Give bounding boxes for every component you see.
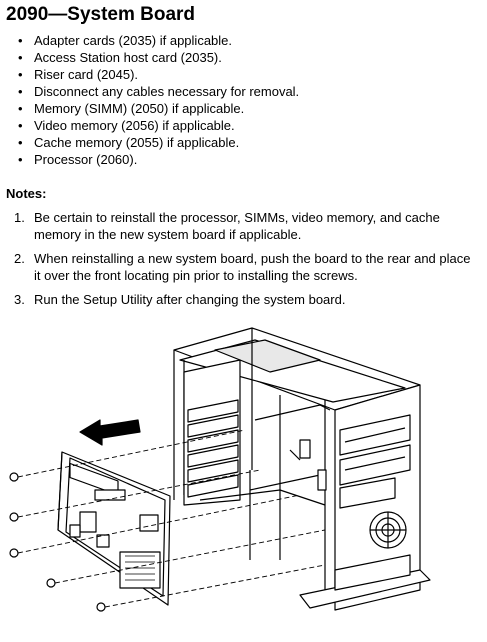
list-item: •Disconnect any cables necessary for rem… [18,84,300,99]
chassis [173,327,431,611]
page-title: 2090—System Board [6,4,196,25]
notes-heading: Notes: [6,186,47,201]
system-board [57,451,171,606]
fan-grille-icon [369,511,407,549]
bullet-icon: • [18,135,23,150]
bullet-icon: • [18,84,23,99]
removal-direction-arrow-icon [79,419,141,446]
note-item: 1.Be certain to reinstall the processor,… [14,210,440,242]
bullet-icon: • [18,101,23,116]
removal-steps-list: •Adapter cards (2035) if applicable. •Ac… [18,32,299,168]
bullet-icon: • [18,118,23,133]
note-item: 2.When reinstalling a new system board, … [14,251,471,283]
bullet-icon: • [18,33,23,48]
list-item: •Riser card (2045). [18,67,139,82]
list-item: •Memory (SIMM) (2050) if applicable. [18,101,245,116]
notes-list: 1.Be certain to reinstall the processor,… [14,209,476,315]
list-item: •Adapter cards (2035) if applicable. [18,33,233,48]
list-item: •Access Station host card (2035). [18,50,222,65]
expansion-slots [187,399,239,498]
bullet-icon: • [18,50,23,65]
list-item: •Processor (2060). [18,152,138,167]
system-board-removal-illustration [9,327,431,612]
screw-guide-lines [17,429,326,608]
screw-icon [9,472,106,612]
bullet-icon: • [18,67,23,82]
list-item: •Cache memory (2055) if applicable. [18,135,240,150]
bullet-icon: • [18,152,23,167]
list-item: •Video memory (2056) if applicable. [18,118,235,133]
note-item: 3.Run the Setup Utility after changing t… [14,292,346,307]
